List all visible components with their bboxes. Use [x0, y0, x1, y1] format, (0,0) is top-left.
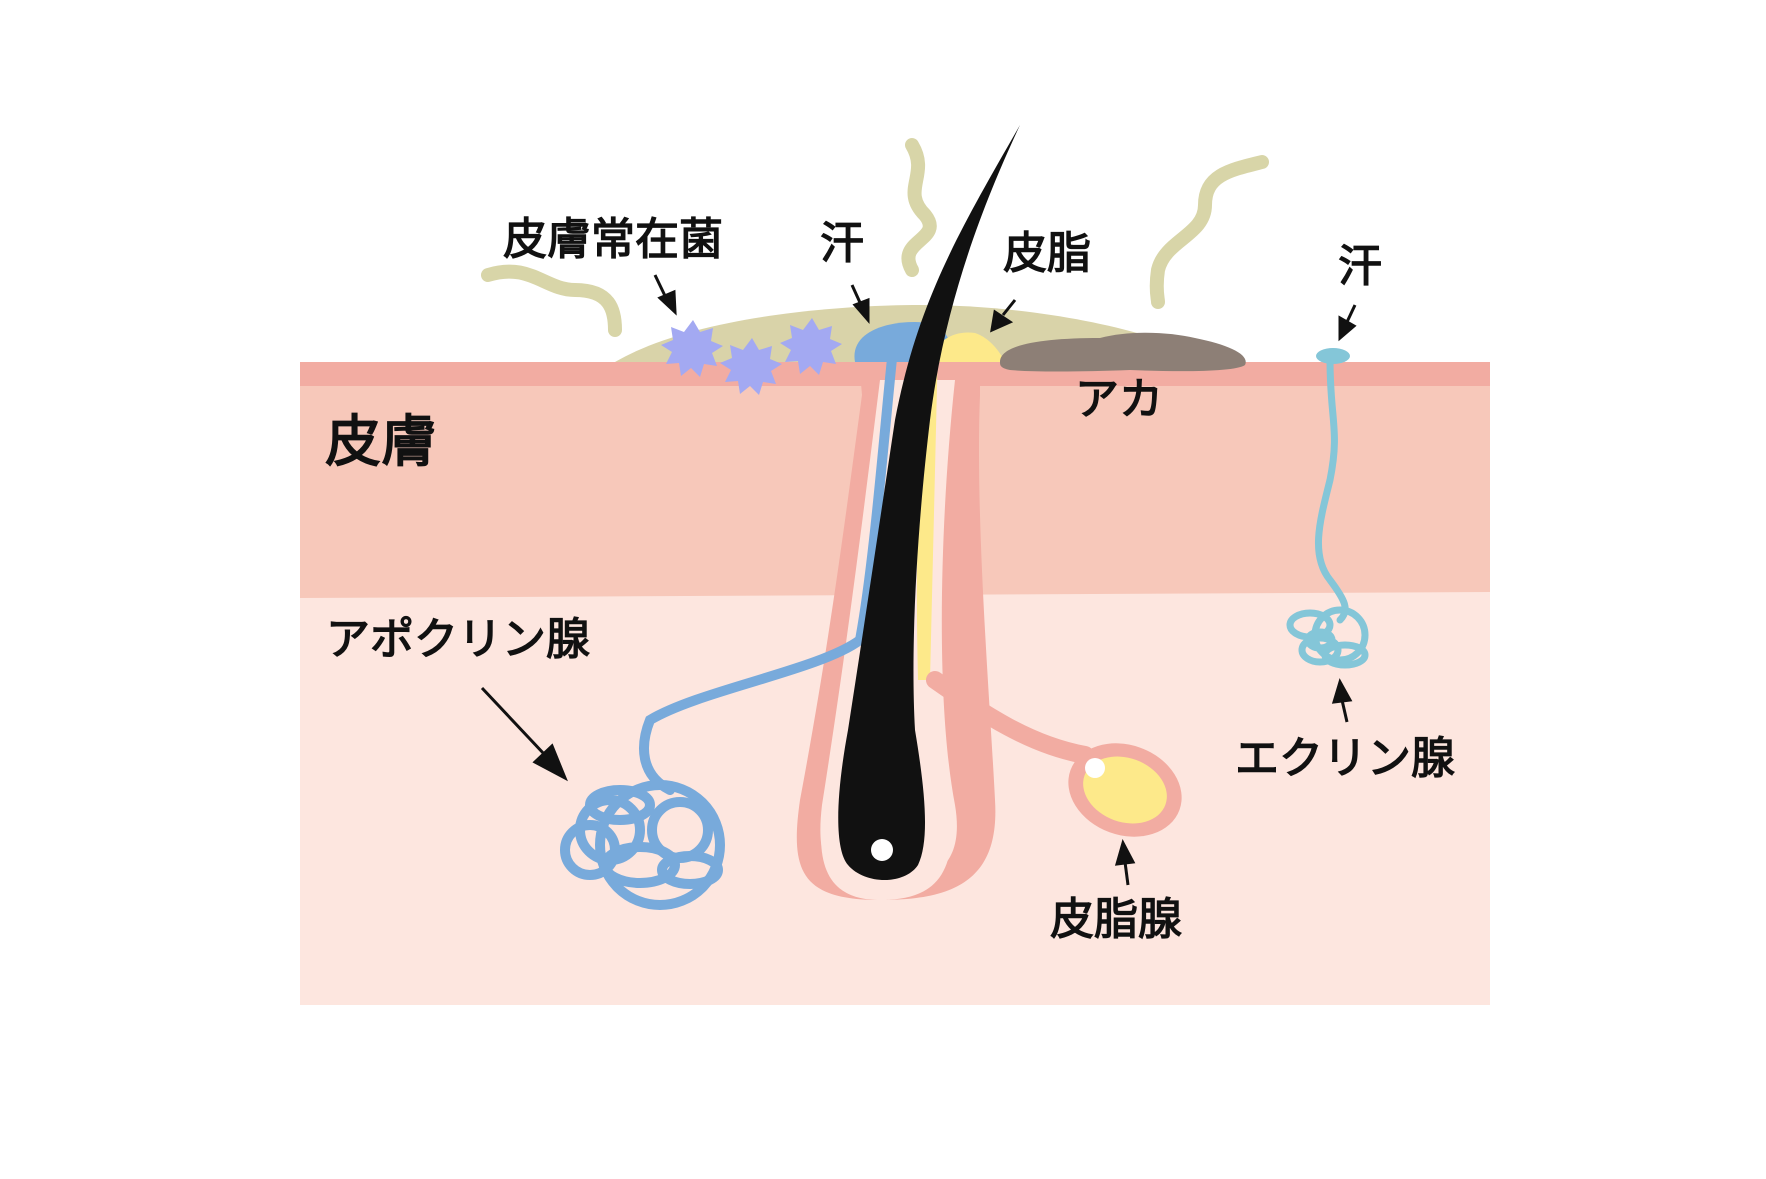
label-skin: 皮膚	[325, 410, 437, 475]
arrow-apocrine	[480, 686, 547, 757]
eccrine-sweat-droplet	[1316, 348, 1350, 364]
sebaceous-gland-highlight	[1085, 758, 1105, 778]
arrow-eccrine	[1340, 699, 1349, 723]
apocrine-gland-coil	[560, 780, 725, 910]
hair-bulb-highlight	[871, 839, 893, 861]
eccrine-gland-coil	[1286, 606, 1369, 669]
odor-wisp-left	[481, 264, 622, 337]
hair-follicle	[796, 372, 996, 900]
resident-bacteria	[661, 318, 842, 395]
bacterium-1	[661, 320, 723, 377]
label-eccrine-gland: エクリン腺	[1235, 733, 1455, 784]
label-dirt: アカ	[1075, 374, 1163, 425]
apocrine-duct	[639, 325, 900, 795]
annotation-arrows	[480, 274, 1357, 886]
dirt-flake	[1000, 332, 1246, 372]
arrow-sebaceous	[1123, 861, 1130, 886]
hair-shaft	[838, 125, 1020, 880]
odor-wisp-center	[901, 138, 937, 277]
bacterium-3	[780, 318, 842, 375]
label-apocrine-gland: アポクリン腺	[326, 614, 590, 665]
sebum-channel	[916, 345, 938, 680]
label-sebum: 皮脂	[1003, 228, 1091, 279]
arrow-sebum	[1001, 299, 1017, 316]
arrow-sweat-right	[1345, 304, 1357, 323]
label-sebaceous-gland: 皮脂腺	[1050, 894, 1182, 945]
bacterium-2	[720, 338, 782, 395]
label-sweat-right: 汗	[1338, 241, 1382, 292]
odor-wisp-right	[1149, 155, 1269, 309]
eccrine-duct	[1315, 356, 1349, 624]
label-resident-bacteria: 皮膚常在菌	[503, 214, 723, 265]
sebum-pore-droplet	[930, 332, 1005, 362]
sebaceous-duct	[926, 671, 1094, 764]
label-sweat-top: 汗	[820, 218, 864, 269]
sebaceous-gland-inner	[1083, 756, 1167, 824]
